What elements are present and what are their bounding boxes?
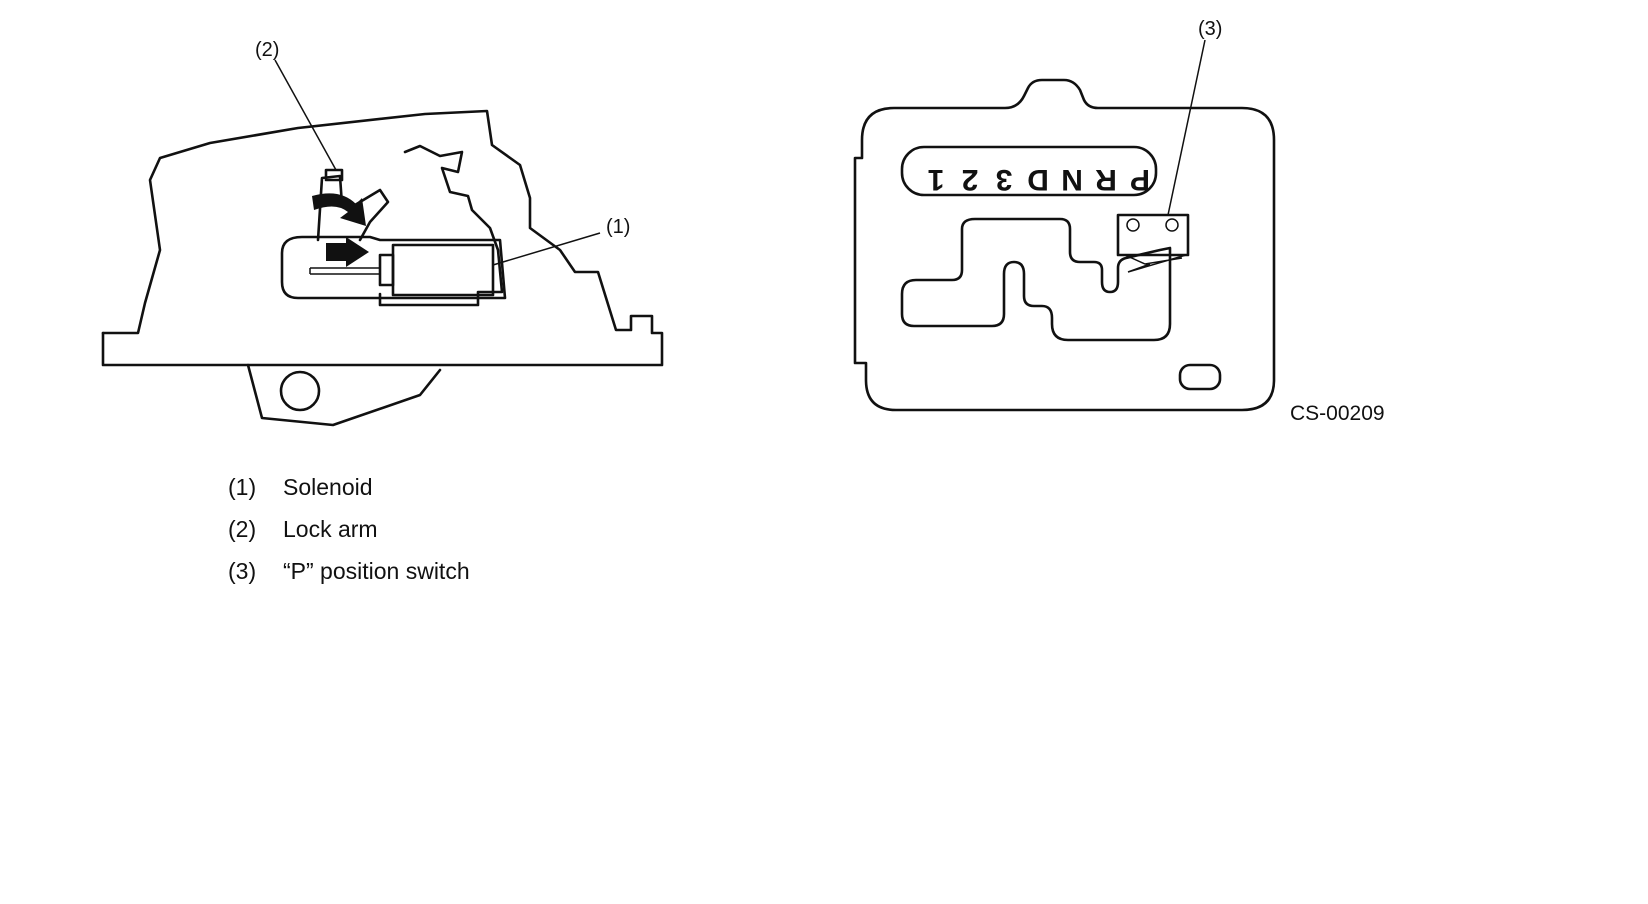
legend-label-3: “P” position switch	[283, 558, 470, 584]
linkage-casting	[378, 144, 504, 307]
housing-left-edge	[101, 331, 250, 367]
legend: (1) Solenoid (2) Lock arm (3) “P” positi…	[228, 474, 470, 584]
legend-label-1: Solenoid	[283, 474, 373, 500]
switch-lever	[1124, 254, 1187, 273]
shift-gate-drawing: (3) P R N D 3 2 1 CS-00209	[853, 18, 1385, 425]
lock-arm-rotation-arrow	[312, 193, 366, 226]
lock-arm-shape	[316, 174, 390, 242]
shift-gate-slot	[900, 217, 1172, 342]
legend-num-1: (1)	[228, 474, 256, 500]
callout-solenoid: (1)	[606, 216, 630, 238]
gear-position-labels: P R N D 3 2 1	[928, 163, 1150, 196]
legend-num-2: (2)	[228, 516, 256, 542]
gear-label-p: P	[1130, 163, 1150, 196]
gear-indicator-window	[900, 145, 1158, 197]
gear-label-r: R	[1095, 163, 1117, 196]
shift-lock-assembly-drawing: (2) (1)	[101, 39, 664, 427]
legend-num-3: (3)	[228, 558, 256, 584]
leader-line-lock-arm	[274, 59, 337, 171]
plunger-direction-arrow	[326, 237, 369, 267]
housing-mount-hole	[279, 370, 321, 412]
solenoid-collar	[378, 253, 395, 287]
solenoid-plunger	[309, 267, 380, 275]
gear-label-d: D	[1027, 163, 1049, 196]
leader-line-solenoid	[492, 232, 601, 266]
p-position-switch-body	[1116, 213, 1190, 257]
solenoid-bracket	[280, 235, 507, 300]
selector-housing-outline	[101, 109, 664, 427]
callout-p-switch: (3)	[1198, 18, 1222, 40]
switch-screw-right	[1165, 218, 1179, 232]
leader-line-p-switch	[1167, 39, 1206, 216]
gate-plate-outline	[853, 78, 1276, 412]
solenoid-body	[391, 243, 495, 297]
gear-label-n: N	[1061, 163, 1083, 196]
legend-label-2: Lock arm	[283, 516, 378, 542]
switch-screw-left	[1126, 218, 1140, 232]
gate-plate-oval-hole	[1178, 363, 1222, 391]
lock-arm-cap	[324, 168, 344, 182]
callout-lock-arm: (2)	[255, 39, 279, 61]
gear-label-1: 1	[928, 163, 945, 196]
figure-id: CS-00209	[1290, 402, 1385, 425]
gear-label-2: 2	[962, 163, 979, 196]
gear-label-3: 3	[996, 163, 1013, 196]
